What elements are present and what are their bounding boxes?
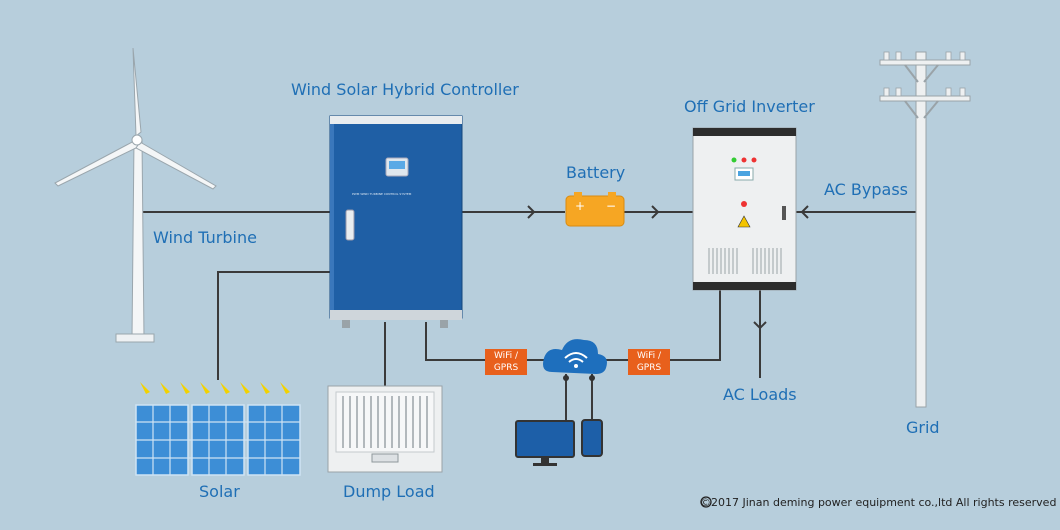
wind-turbine-label: Wind Turbine — [153, 228, 257, 247]
battery-icon: + − — [565, 192, 625, 227]
controller-cabinet-icon — [329, 115, 463, 328]
arrow-to-battery — [527, 205, 536, 219]
wifi-gprs-tag-right: WiFi / GPRS — [628, 349, 670, 375]
phone-icon — [581, 419, 603, 457]
copyright-text: ©2017 Jinan deming power equipment co.,l… — [700, 496, 1057, 509]
cloud-wifi-icon — [543, 339, 607, 381]
dump-load-icon — [327, 385, 443, 473]
tag-line1: WiFi / — [493, 351, 519, 361]
wind-turbine-icon — [54, 47, 217, 343]
svg-text:−: − — [606, 199, 616, 213]
monitor-icon — [515, 420, 575, 466]
solar-panels-icon — [135, 382, 301, 476]
inverter-cabinet-icon — [692, 127, 797, 291]
ac-loads-label: AC Loads — [723, 385, 797, 404]
arrow-acloads — [753, 321, 767, 330]
arrow-bypass — [800, 205, 809, 219]
grid-pole-icon — [879, 51, 971, 408]
tag-line1: WiFi / — [636, 351, 662, 361]
wire-solar-controller — [217, 271, 332, 380]
arrow-to-inverter — [651, 205, 660, 219]
inverter-label: Off Grid Inverter — [684, 97, 815, 116]
battery-label: Battery — [566, 163, 626, 182]
tag-line2: GPRS — [636, 363, 662, 373]
controller-panel-text: PWM WIND TURBINE CONTROL SYSTEM — [352, 192, 412, 196]
grid-label: Grid — [906, 418, 940, 437]
copyright-mark-icon — [700, 496, 712, 508]
svg-text:+: + — [575, 199, 585, 213]
tag-line2: GPRS — [493, 363, 519, 373]
ac-bypass-label: AC Bypass — [824, 180, 908, 199]
controller-label: Wind Solar Hybrid Controller — [291, 80, 519, 99]
dump-load-label: Dump Load — [343, 482, 435, 501]
solar-label: Solar — [199, 482, 240, 501]
wifi-gprs-tag-left: WiFi / GPRS — [485, 349, 527, 375]
wiring — [140, 211, 918, 420]
